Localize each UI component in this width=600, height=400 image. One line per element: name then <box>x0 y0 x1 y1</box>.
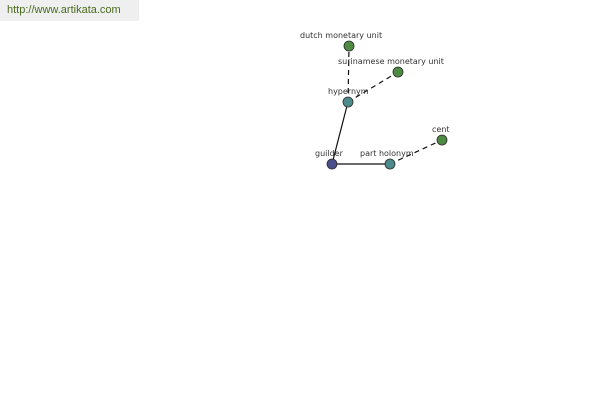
site-url-link[interactable]: http://www.artikata.com <box>7 4 121 16</box>
node-label-part-holonym: part holonym <box>360 149 414 158</box>
graph-labels: guilder hypernym part holonym dutch monetar… <box>300 31 450 158</box>
graph-nodes <box>326 40 448 170</box>
node-label-dutch-monetary-unit: dutch monetary unit <box>300 31 382 40</box>
node-label-guilder: guilder <box>315 149 344 158</box>
edge-guilder-to-hypernym <box>331 101 349 165</box>
node-label-cent: cent <box>432 125 450 134</box>
node-label-hypernym: hypernym <box>328 87 369 96</box>
edge-hypernym-to-surinamese-monetary-unit <box>347 71 399 103</box>
edge-hypernym-to-dutch-monetary-unit <box>347 45 350 103</box>
node-part-holonym[interactable] <box>384 158 396 170</box>
node-cent[interactable] <box>436 134 448 146</box>
node-dutch-monetary-unit[interactable] <box>343 40 355 52</box>
graph-edges <box>331 45 443 165</box>
node-guilder[interactable] <box>326 158 338 170</box>
node-surinamese-monetary-unit[interactable] <box>392 66 404 78</box>
node-hypernym[interactable] <box>342 96 354 108</box>
edge-part-holonym-to-cent <box>389 139 443 165</box>
site-banner: http://www.artikata.com <box>0 0 139 21</box>
node-label-surinamese-monetary-unit: surinamese monetary unit <box>338 57 444 66</box>
